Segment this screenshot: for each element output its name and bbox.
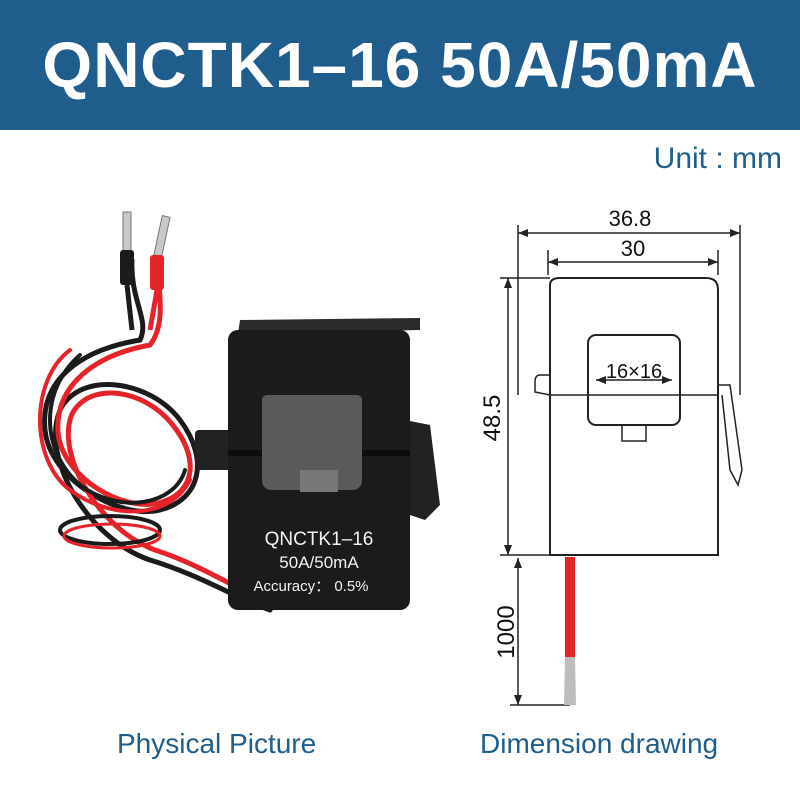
caption-physical-picture: Physical Picture xyxy=(117,728,317,759)
page-title: QNCTK1–16 50A/50mA xyxy=(42,29,758,101)
caption-dimension-drawing: Dimension drawing xyxy=(480,728,719,759)
ct-rating-label: 50A/50mA xyxy=(279,553,359,572)
dimension-drawing: 36.8 30 16×16 48.5 1000 xyxy=(479,206,743,706)
dim-width-outer: 36.8 xyxy=(609,206,652,231)
dim-width-inner: 30 xyxy=(621,236,645,261)
unit-label: Unit : mm xyxy=(653,142,782,175)
lead-terminals xyxy=(120,211,171,331)
lead-wire-tip xyxy=(564,657,576,705)
lead-wire-red xyxy=(565,557,575,657)
ct-model-label: QNCTK1–16 xyxy=(265,529,374,550)
product-illustration: QNCTK1–16 50A/50mA Accuracy： 0.5% xyxy=(38,211,440,613)
title-banner: QNCTK1–16 50A/50mA xyxy=(0,0,800,130)
ct-body xyxy=(195,318,440,610)
dim-aperture: 16×16 xyxy=(606,361,662,383)
dimension-arrows xyxy=(504,229,740,705)
dim-lead-length: 1000 xyxy=(493,605,520,658)
dim-height: 48.5 xyxy=(479,395,506,442)
ct-accuracy-label: Accuracy： 0.5% xyxy=(253,578,368,595)
